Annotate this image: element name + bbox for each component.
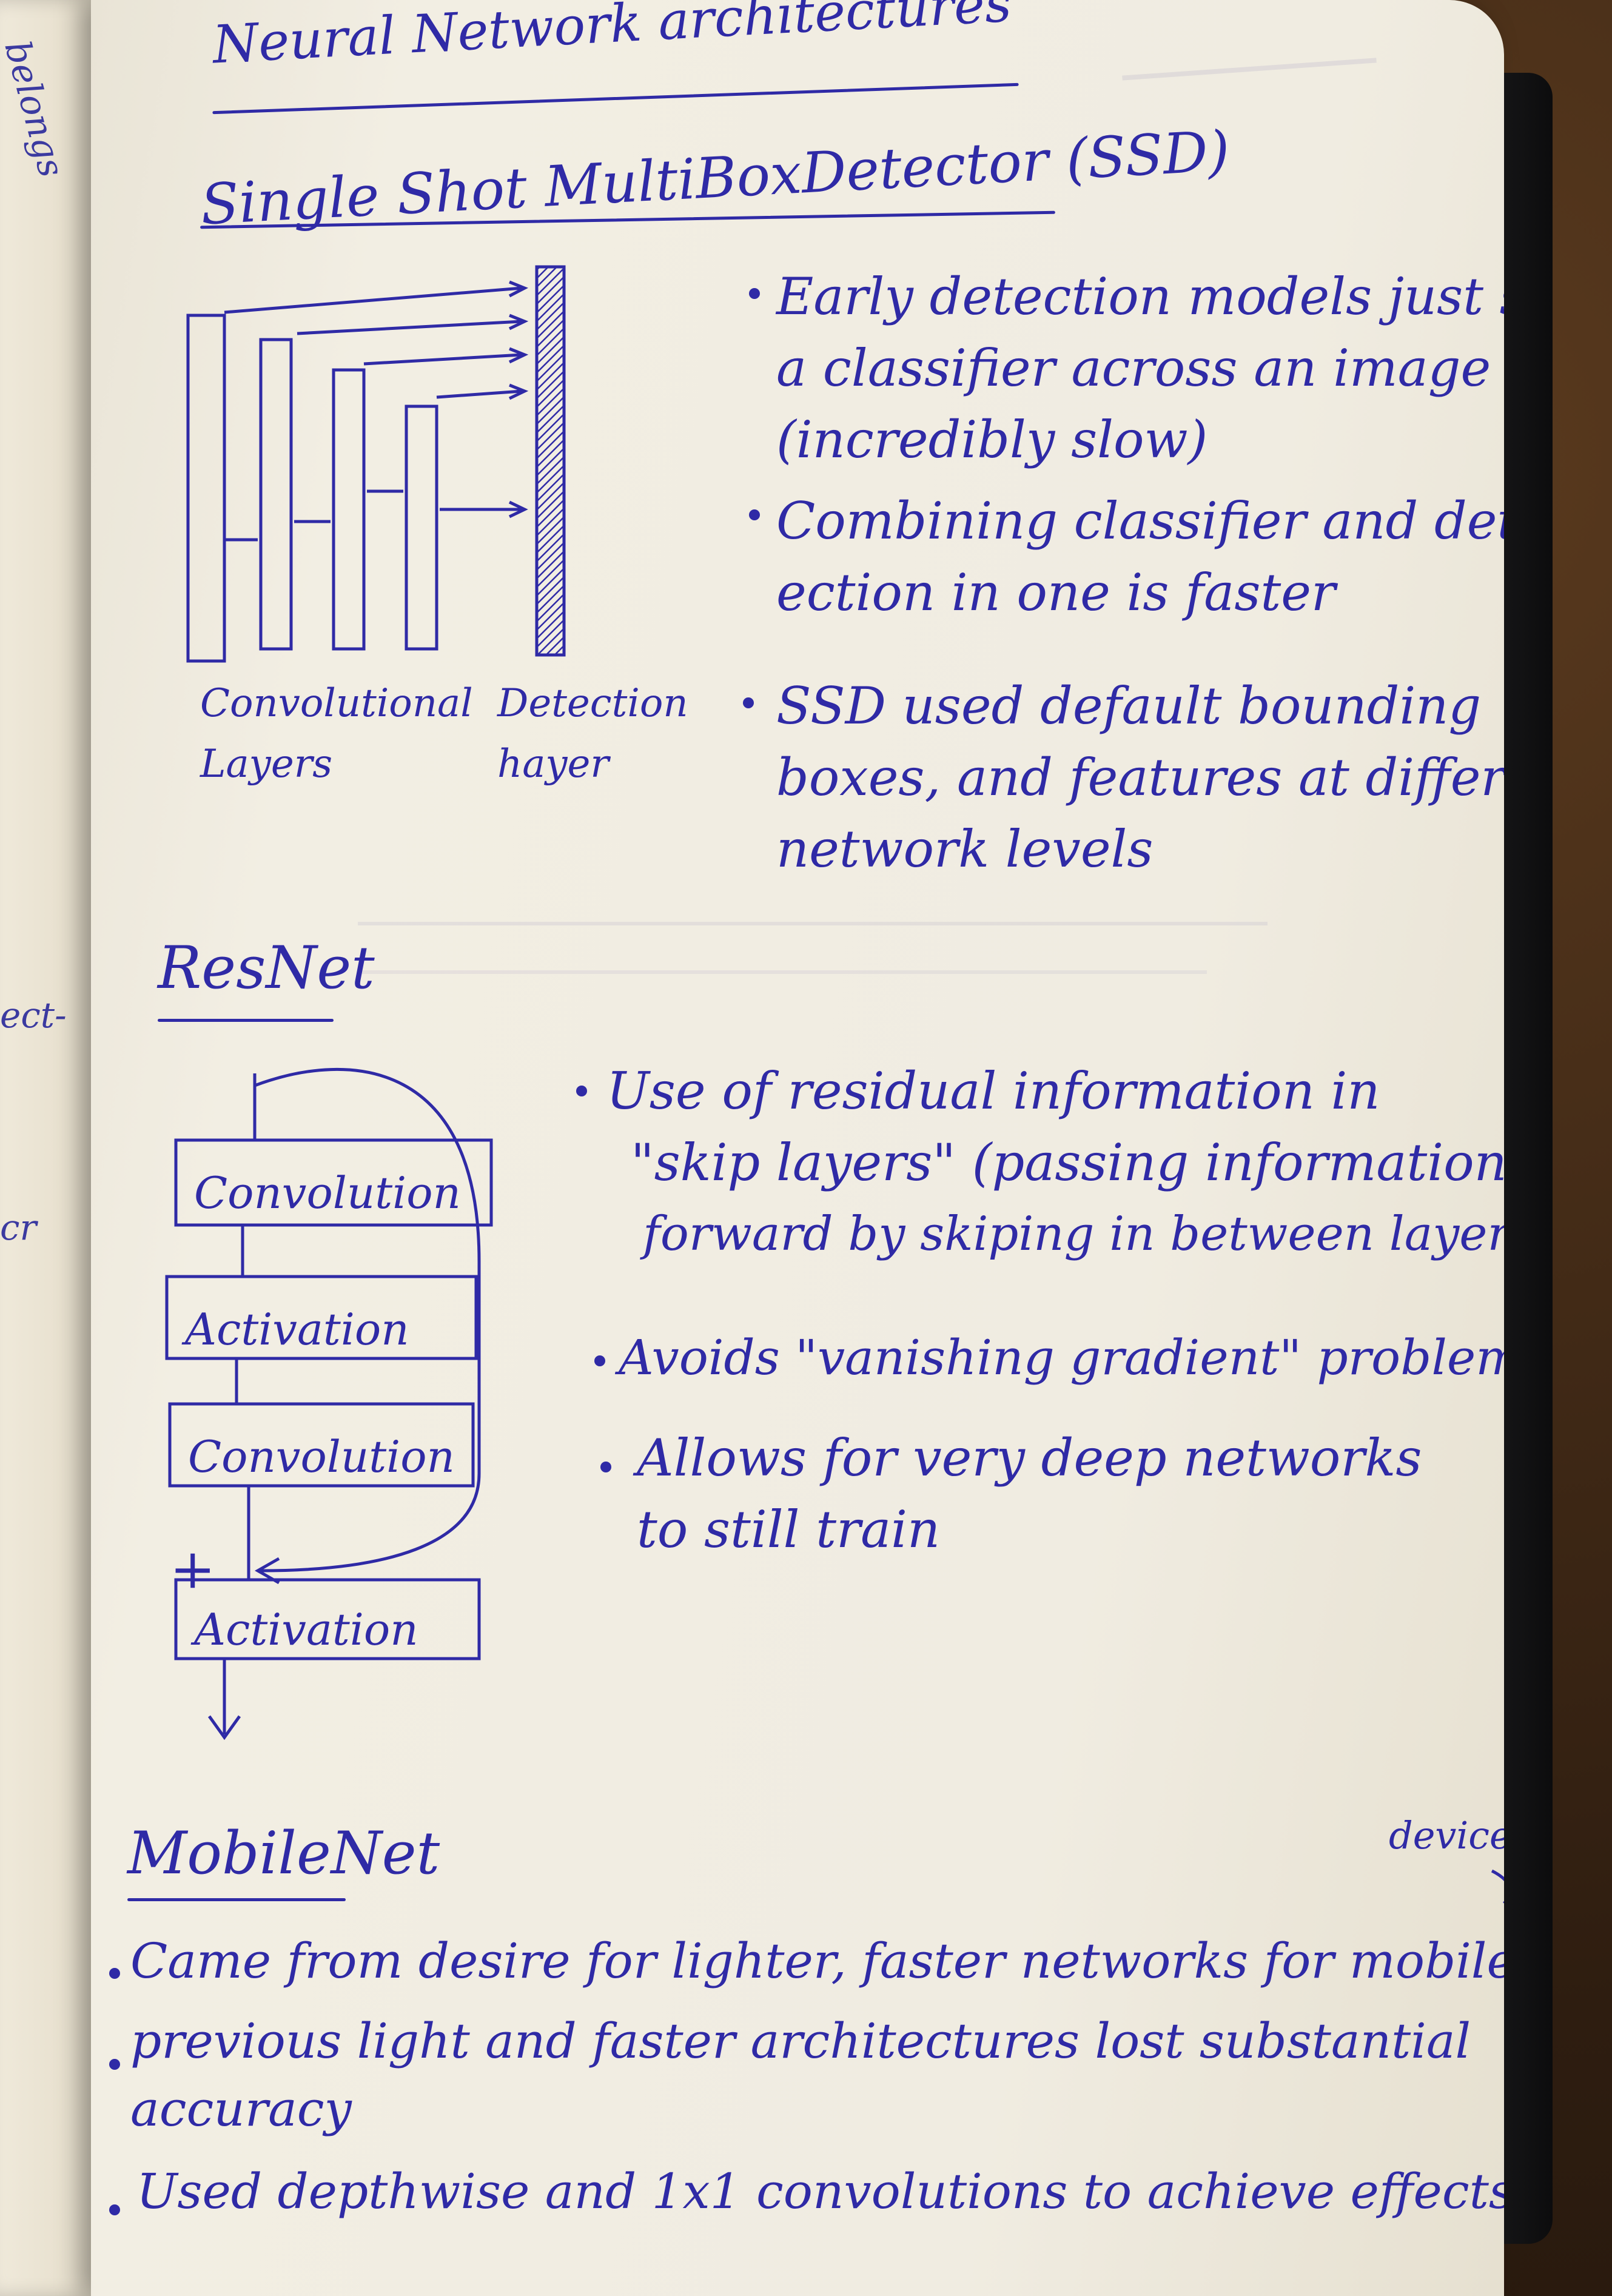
conv-layer-1 xyxy=(186,314,226,663)
conv-label-line2: Layers xyxy=(200,742,333,787)
resnet-block-box xyxy=(165,1275,478,1360)
devices-annotation: devices xyxy=(1389,1813,1504,1858)
bullet-dot xyxy=(109,2204,120,2215)
plus-sign: + xyxy=(170,1537,216,1601)
resnet-bullet-1-line: Use of residual information in xyxy=(606,1061,1380,1121)
conv-layer-4 xyxy=(405,404,438,651)
resnet-block-box xyxy=(168,1402,475,1488)
prev-page-fragment: belongs xyxy=(0,36,73,181)
resnet-bullet-3-line: to still train xyxy=(637,1500,941,1559)
mobilenet-heading: MobileNet xyxy=(127,1819,440,1887)
bullet-dot xyxy=(749,509,760,520)
ssd-bullet-1-line: a classifier across an image xyxy=(776,338,1491,398)
bullet-dot xyxy=(594,1355,605,1366)
resnet-heading: ResNet xyxy=(158,934,375,1002)
resnet-block-label: Activation xyxy=(185,1304,409,1355)
bullet-dot xyxy=(749,288,760,299)
resnet-bullet-1-line: "skip layers" (passing information xyxy=(631,1133,1504,1192)
bullet-dot xyxy=(109,2059,120,2070)
ssd-bullet-3-line: boxes, and features at different xyxy=(776,748,1504,807)
conv-layers-label: Convolutional Layers xyxy=(200,673,473,794)
conv-label-line1: Convolutional xyxy=(200,681,473,726)
prev-page-fragment: cr xyxy=(0,1207,37,1248)
mobilenet-bullet-1: Came from desire for lighter, faster net… xyxy=(130,1933,1504,1989)
annotation-arrow xyxy=(1491,1869,1504,1904)
ssd-bullet-1-line: Early detection models just slid xyxy=(776,267,1504,326)
det-label-line1: Detection xyxy=(497,681,688,726)
mobilenet-bullet-2-line: previous light and faster architectures … xyxy=(130,2013,1471,2069)
title-underline xyxy=(212,82,1019,115)
det-label-line2: hayer xyxy=(497,742,609,787)
resnet-bullet-3-line: Allows for very deep networks xyxy=(637,1428,1422,1488)
bullet-dot xyxy=(600,1462,611,1472)
mobilenet-bullet-3: Used depthwise and 1x1 convolutions to a… xyxy=(136,2163,1504,2220)
resnet-bullet-1: Use of residual information in "skip lay… xyxy=(606,1055,1504,1270)
bullet-dot xyxy=(109,1968,120,1979)
bullet-dot xyxy=(743,697,754,708)
bleed-through xyxy=(358,970,1207,974)
ssd-bullet-2: Combining classifier and det- ection in … xyxy=(776,485,1504,628)
conv-layer-3 xyxy=(332,368,366,651)
conv-layer-2 xyxy=(259,338,293,651)
resnet-block-box xyxy=(174,1578,481,1660)
notebook-page: Neural Network architectures Single Shot… xyxy=(91,0,1504,2296)
page-title: Neural Network architectures xyxy=(211,0,1013,76)
ssd-bullet-3-line: network levels xyxy=(776,819,1154,879)
resnet-block-label: Convolution xyxy=(194,1167,461,1218)
ssd-bullet-1-line: (incredibly slow) xyxy=(776,410,1208,469)
ssd-bullet-1: Early detection models just slid a class… xyxy=(776,261,1504,475)
resnet-heading-underline xyxy=(158,1019,334,1022)
resnet-bullet-3: Allows for very deep networks to still t… xyxy=(637,1422,1422,1565)
prev-page-fragment: ect- xyxy=(0,995,67,1036)
ssd-diagram xyxy=(186,265,566,663)
resnet-bullet-1-line: forward by skiping in between layers xyxy=(643,1207,1504,1261)
resnet-block-label: Convolution xyxy=(188,1431,455,1482)
ssd-bullet-3-line: SSD used default bounding xyxy=(776,676,1482,736)
detection-layer-label: Detection hayer xyxy=(497,673,688,794)
resnet-bullet-2: Avoids "vanishing gradient" problem xyxy=(619,1329,1504,1386)
mobilenet-bullet-2-line: accuracy xyxy=(130,2081,352,2137)
ssd-bullet-3: SSD used default bounding boxes, and fea… xyxy=(776,670,1504,885)
ssd-bullet-2-line: ection in one is faster xyxy=(776,563,1336,622)
ssd-bullet-2-line: Combining classifier and det- xyxy=(776,491,1504,551)
bullet-dot xyxy=(576,1086,587,1096)
resnet-block-label: Activation xyxy=(194,1604,418,1655)
mobilenet-heading-underline xyxy=(127,1898,346,1901)
detection-layer xyxy=(535,265,566,657)
bleed-through xyxy=(358,922,1268,925)
bleed-through xyxy=(1122,58,1377,81)
mobilenet-bullet-2: previous light and faster architectures … xyxy=(130,2007,1471,2143)
resnet-diagram xyxy=(165,1067,493,1740)
resnet-block-box xyxy=(174,1138,493,1227)
